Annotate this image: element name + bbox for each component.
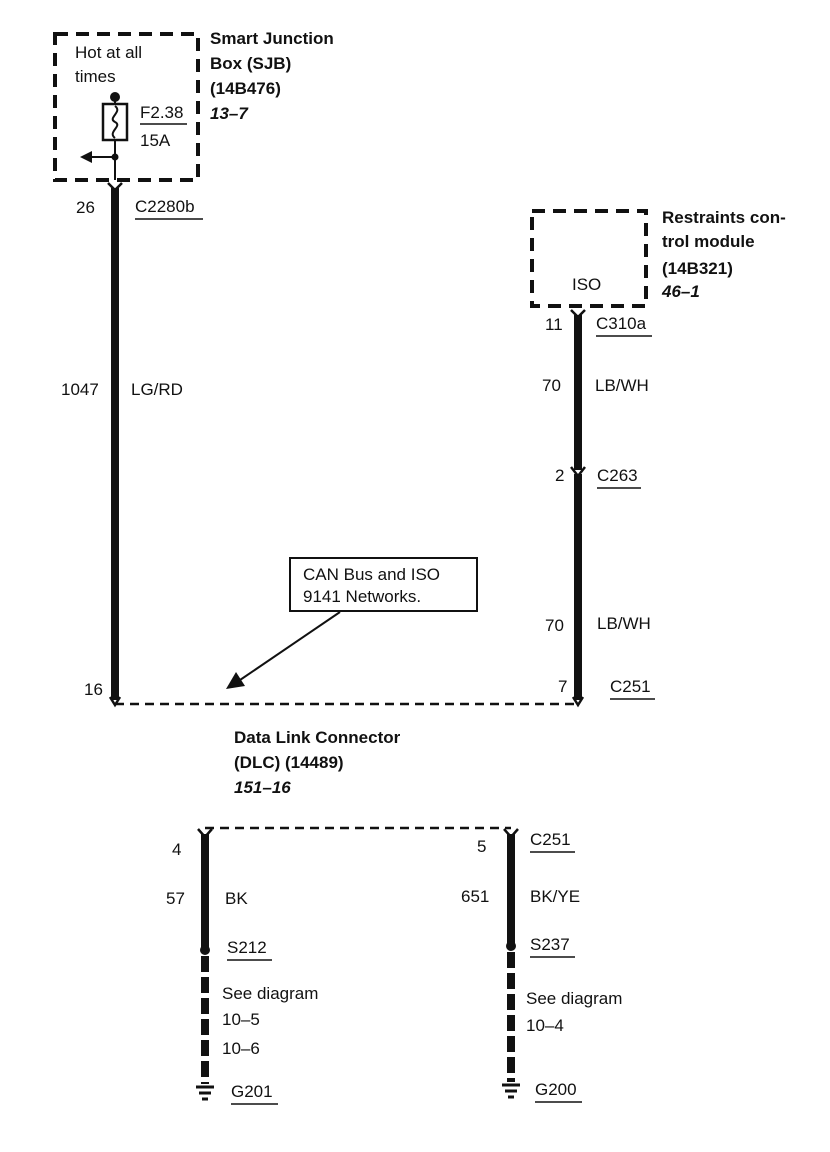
splice-s237-label: S237 (530, 935, 570, 954)
sjb-hot-label-1: Hot at all (75, 43, 142, 62)
dlc-pin-16: 16 (84, 680, 103, 699)
sjb-branch-arrow (80, 151, 92, 163)
rcm-reference: 46–1 (661, 282, 700, 301)
rcm-pin-11: 11 (545, 315, 563, 334)
connector-c310a-label: C310a (596, 314, 647, 333)
dlc-reference: 151–16 (234, 778, 291, 797)
circuit-651-color: BK/YE (530, 887, 580, 906)
circuit-70-color-upper: LB/WH (595, 376, 649, 395)
dlc-pin-5: 5 (477, 837, 486, 856)
sjb-box (53, 32, 200, 182)
see-diagram-right-2: 10–4 (526, 1016, 564, 1035)
left-pin-top: 26 (76, 198, 95, 217)
see-diagram-right-1: See diagram (526, 989, 622, 1008)
dlc-pin-7-symbol (571, 696, 585, 708)
circuit-1047-number: 1047 (61, 380, 99, 399)
rcm-name-2: trol module (662, 232, 755, 251)
splice-s212-dot (200, 945, 210, 955)
see-diagram-left-3: 10–6 (222, 1039, 260, 1058)
see-diagram-left-2: 10–5 (222, 1010, 260, 1029)
callout-arrowhead (226, 672, 245, 689)
rcm-name-1: Restraints con- (662, 208, 786, 227)
ground-g201-label: G201 (231, 1082, 273, 1101)
rcm-iso-label: ISO (572, 275, 601, 294)
circuit-70-number-upper: 70 (542, 376, 561, 395)
sjb-reference: 13–7 (210, 104, 249, 123)
callout-box (289, 557, 478, 612)
circuit-1047-color: LG/RD (131, 380, 183, 399)
sjb-name-1: Smart Junction (210, 29, 334, 48)
connector-c251-label-bottom: C251 (530, 830, 571, 849)
circuit-57-number: 57 (166, 889, 185, 908)
connector-c2280b-label: C2280b (135, 197, 195, 216)
fuse-rating: 15A (140, 131, 171, 150)
ground-g200-label: G200 (535, 1080, 577, 1099)
fuse-element (111, 105, 119, 139)
circuit-57-color: BK (225, 889, 248, 908)
dlc-pin-7: 7 (558, 677, 567, 696)
see-diagram-left-1: See diagram (222, 984, 318, 1003)
fuse-name: F2.38 (140, 103, 183, 122)
c263-pin-2: 2 (555, 466, 564, 485)
splice-s212-label: S212 (227, 938, 267, 957)
dlc-name-1: Data Link Connector (234, 728, 401, 747)
callout-text-1: CAN Bus and ISO (303, 565, 440, 584)
sjb-name-2: Box (SJB) (210, 54, 291, 73)
sjb-part-number: (14B476) (210, 79, 281, 98)
rcm-part-number: (14B321) (662, 259, 733, 278)
circuit-70-color-lower: LB/WH (597, 614, 651, 633)
connector-c251-label-top: C251 (610, 677, 651, 696)
circuit-70-number-lower: 70 (545, 616, 564, 635)
callout-text-2: 9141 Networks. (303, 587, 421, 606)
dlc-name-2: (DLC) (14489) (234, 753, 344, 772)
circuit-651-number: 651 (461, 887, 489, 906)
connector-c263-label: C263 (597, 466, 638, 485)
sjb-hot-label-2: times (75, 67, 116, 86)
splice-s237-dot (506, 941, 516, 951)
callout-leader (239, 611, 341, 681)
dlc-pin-4: 4 (172, 840, 181, 859)
